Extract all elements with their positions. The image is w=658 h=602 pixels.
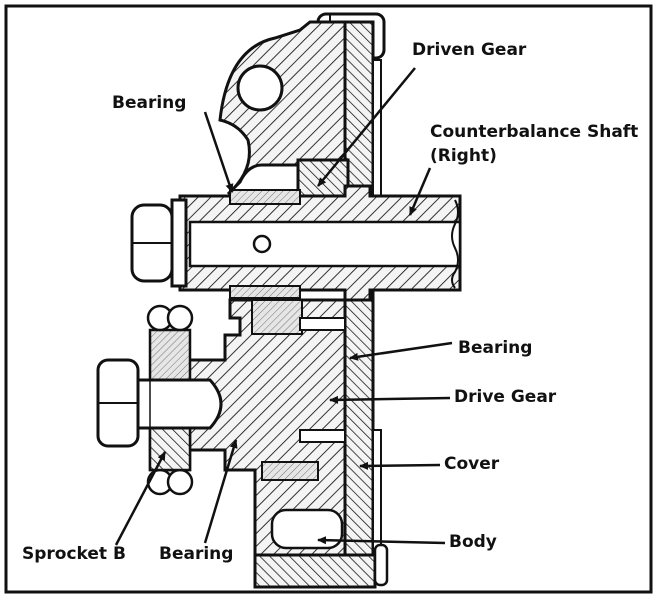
leader-bearing-top (203, 111, 234, 193)
label-bearing-right: Bearing (458, 338, 533, 358)
counterbalance-shaft (178, 184, 462, 302)
label-body: Body (449, 532, 497, 552)
leader-lines (114, 67, 453, 546)
label-drive-gear: Drive Gear (454, 387, 557, 407)
label-bearing-top: Bearing (112, 93, 187, 113)
sprocket-bolt (96, 358, 223, 448)
shaft-bolt (130, 198, 188, 288)
label-sprocket-b: Sprocket B (22, 544, 126, 564)
leader-cover (359, 461, 441, 470)
bottom-bolt (373, 543, 389, 587)
leader-counterbalance-shaft (408, 167, 432, 216)
label-driven-gear: Driven Gear (412, 40, 527, 60)
bottom-flange (253, 553, 377, 589)
label-counterbalance-shaft: Counterbalance Shaft (430, 122, 639, 142)
label-counterbalance-shaft-right: (Right) (430, 146, 497, 166)
leader-drive-gear (329, 395, 451, 404)
label-bearing-bottom: Bearing (159, 544, 234, 564)
label-cover: Cover (444, 454, 500, 474)
leader-sprocket-b (114, 451, 167, 546)
mounting-hole (236, 64, 284, 112)
leader-driven-gear (317, 67, 416, 187)
leader-body (317, 536, 446, 545)
leader-bearing-right (349, 341, 453, 361)
leader-bearing-bottom (203, 439, 238, 544)
upper-bearing (229, 189, 301, 205)
upper-body-lug (218, 20, 347, 196)
